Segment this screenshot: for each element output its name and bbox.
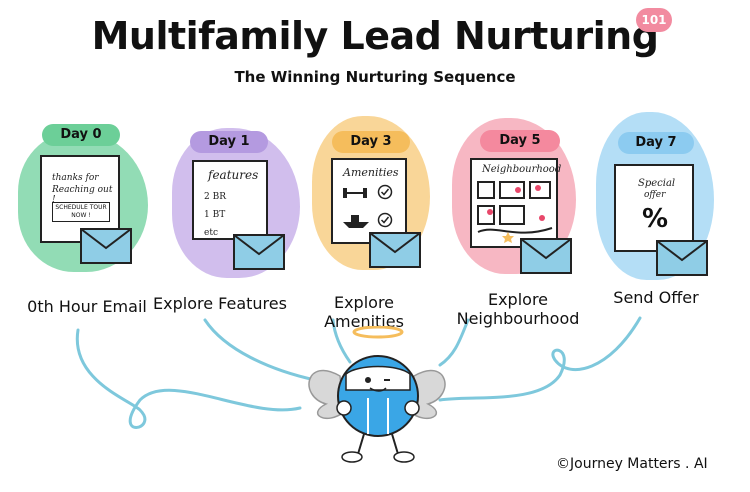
schedule-tour-button[interactable]: SCHEDULE TOUR NOW ! — [52, 202, 110, 222]
envelope-icon — [80, 228, 132, 264]
page-subtitle: The Winning Nurturing Sequence — [234, 68, 516, 86]
checkmark-icon — [377, 184, 393, 200]
step-label-4: Send Offer — [613, 288, 699, 307]
copyright-credit: ©Journey Matters . AI — [556, 456, 708, 472]
envelope-icon — [369, 232, 421, 268]
card-line: Special — [638, 178, 676, 189]
checkmark-icon — [377, 212, 393, 228]
amenities-card: Amenities — [331, 158, 407, 244]
step-label-0: 0th Hour Email — [27, 297, 147, 316]
day-pill-0: Day 0 — [42, 124, 120, 146]
day-pill-2: Day 3 — [332, 131, 410, 153]
features-card: features 2 BR 1 BT etc — [192, 160, 268, 240]
step-label-1: Explore Features — [153, 294, 287, 313]
offer-card: Special offer % — [614, 164, 694, 252]
angel-mascot — [308, 326, 446, 463]
badge-101: 101 — [636, 8, 672, 32]
card-line: 1 BT — [204, 210, 226, 220]
page-title: Multifamily Lead Nurturing — [91, 14, 659, 58]
neighbourhood-card: Neighbourhood — [470, 158, 562, 248]
day-pill-4: Day 7 — [618, 132, 694, 154]
card-line: Reaching out ! — [52, 185, 113, 205]
dumbbell-icon — [343, 188, 367, 198]
step-label-3: Explore Neighbourhood — [456, 290, 580, 328]
card-line: 2 BR — [204, 192, 226, 202]
card-title: Neighbourhood — [482, 164, 562, 175]
card-title: features — [208, 168, 259, 182]
card-line: offer — [644, 190, 666, 200]
map-icon — [477, 181, 553, 243]
day-pill-3: Day 5 — [480, 130, 560, 152]
card-title: Amenities — [343, 166, 399, 179]
card-line: thanks for — [52, 173, 99, 183]
envelope-icon — [520, 238, 572, 274]
card-line: etc — [204, 228, 218, 238]
percent-icon: % — [642, 204, 669, 234]
day-pill-1: Day 1 — [190, 131, 268, 153]
boat-icon — [343, 215, 369, 228]
envelope-icon — [233, 234, 285, 270]
envelope-icon — [656, 240, 708, 276]
